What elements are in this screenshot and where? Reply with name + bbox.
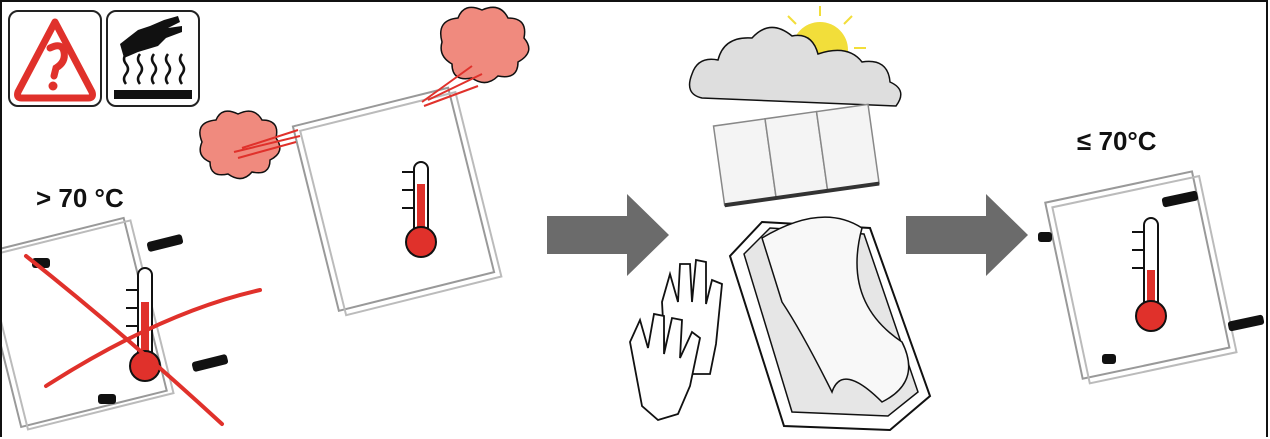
hot-surface-box [106,10,200,107]
cross-out-mark [24,254,262,426]
safe-temperature-label: ≤ 70°C [1077,126,1157,156]
hot-spray-left [199,110,301,180]
solar-panels-array [712,103,880,208]
cool-module [1038,170,1265,385]
cloud-sun-icon [688,6,902,107]
thermometer-icon [1132,217,1167,332]
thermometer-icon [402,161,437,258]
warning-triangle-icon [14,18,96,102]
hot-temperature-label: > 70 °C [36,183,124,213]
hot-module-spraying [199,6,530,317]
hot-module-crossed [2,216,262,431]
arrow-right-icon [906,194,1028,276]
arrow-right-icon [547,194,669,276]
hot-surface-icon [114,16,192,99]
gloves-icon [629,258,723,422]
hot-spray-right [421,6,530,107]
warning-icon-box [8,10,102,107]
cover-sheet-icon [728,216,932,432]
